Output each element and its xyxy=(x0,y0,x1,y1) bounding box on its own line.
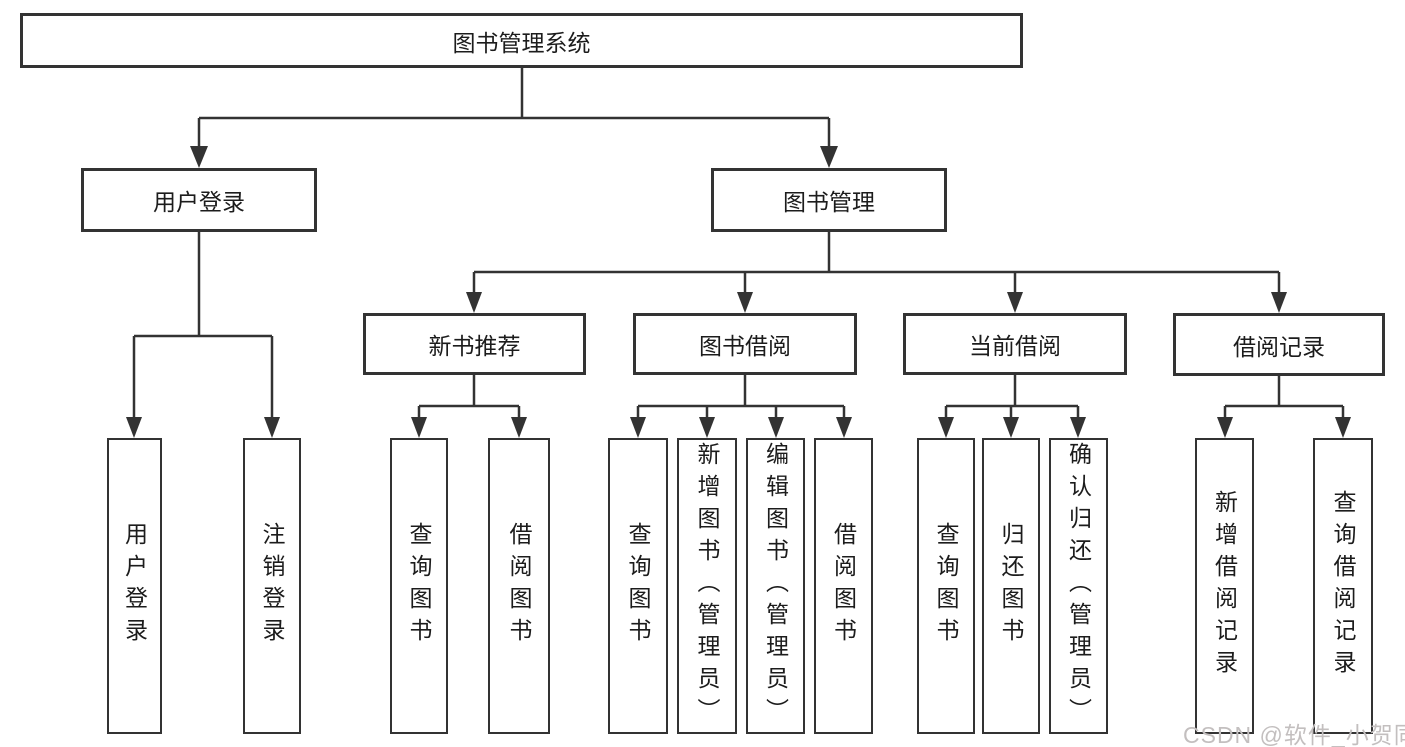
leaf-label: 新增借阅记录 xyxy=(1211,490,1238,682)
leaf-query-books: 查询图书 xyxy=(390,438,448,734)
arrow-down-icon xyxy=(1070,417,1086,438)
node-user-login-branch: 用户登录 xyxy=(81,168,317,232)
leaf-borrow-books: 借阅图书 xyxy=(488,438,550,734)
connector-records-to-leaves xyxy=(1223,375,1345,420)
node-book-borrow: 图书借阅 xyxy=(633,313,857,375)
connector-segments xyxy=(132,68,1345,420)
connector-borrow-to-leaves xyxy=(636,375,846,420)
arrow-down-icon xyxy=(737,292,753,313)
node-library-management-system: 图书管理系统 xyxy=(20,13,1023,68)
arrow-down-icon xyxy=(1271,292,1287,313)
arrow-down-icon xyxy=(1217,417,1233,438)
arrowheads xyxy=(126,146,1351,438)
leaf-return-books: 归还图书 xyxy=(982,438,1040,734)
arrow-down-icon xyxy=(938,417,954,438)
leaf-confirm-return-admin: 确认归还（管理员） xyxy=(1049,438,1108,734)
connector-current-to-leaves xyxy=(944,375,1080,420)
leaf-label: 编辑图书（管理员） xyxy=(762,442,789,730)
arrow-down-icon xyxy=(699,417,715,438)
leaf-logout: 注销登录 xyxy=(243,438,301,734)
node-new-book-recommend: 新书推荐 xyxy=(363,313,586,375)
leaf-label: 用户登录 xyxy=(121,522,148,650)
leaf-label: 查询图书 xyxy=(625,522,651,650)
arrow-down-icon xyxy=(836,417,852,438)
leaf-query-books: 查询图书 xyxy=(917,438,975,734)
arrow-down-icon xyxy=(511,417,527,438)
leaf-add-borrow-record: 新增借阅记录 xyxy=(1195,438,1254,734)
node-borrow-records: 借阅记录 xyxy=(1173,313,1385,376)
connector-recommend-to-leaves xyxy=(417,375,521,420)
node-label: 用户登录 xyxy=(153,189,245,215)
leaf-borrow-books: 借阅图书 xyxy=(814,438,873,734)
node-book-management-branch: 图书管理 xyxy=(711,168,947,232)
node-current-borrow: 当前借阅 xyxy=(903,313,1127,375)
leaf-label: 确认归还（管理员） xyxy=(1065,442,1092,730)
leaf-query-borrow-record: 查询借阅记录 xyxy=(1313,438,1373,734)
arrow-down-icon xyxy=(126,417,142,438)
leaf-label: 新增图书（管理员） xyxy=(694,442,720,730)
leaf-label: 归还图书 xyxy=(998,522,1024,650)
arrow-down-icon xyxy=(466,292,482,313)
leaf-label: 借阅图书 xyxy=(830,522,857,650)
leaf-label: 查询图书 xyxy=(933,522,959,650)
leaf-label: 查询借阅记录 xyxy=(1330,490,1356,682)
connector-login-to-leaves xyxy=(132,232,274,420)
leaf-query-books: 查询图书 xyxy=(608,438,668,734)
node-label: 借阅记录 xyxy=(1233,333,1325,360)
csdn-watermark: CSDN @软件_小贺同学 xyxy=(1183,722,1405,747)
arrow-down-icon xyxy=(820,146,838,168)
leaf-label: 注销登录 xyxy=(259,522,285,650)
arrow-down-icon xyxy=(630,417,646,438)
leaf-add-books-admin: 新增图书（管理员） xyxy=(677,438,737,734)
arrow-down-icon xyxy=(190,146,208,168)
node-label: 当前借阅 xyxy=(969,333,1061,359)
arrow-down-icon xyxy=(1007,292,1023,313)
node-label: 图书管理系统 xyxy=(452,29,591,56)
arrow-down-icon xyxy=(1335,417,1351,438)
connector-mgmt-to-level3 xyxy=(472,232,1281,295)
leaf-label: 借阅图书 xyxy=(506,522,532,650)
leaf-edit-books-admin: 编辑图书（管理员） xyxy=(746,438,805,734)
leaf-label: 查询图书 xyxy=(406,522,432,650)
leaf-user-login: 用户登录 xyxy=(107,438,162,734)
arrow-down-icon xyxy=(1003,417,1019,438)
arrow-down-icon xyxy=(768,417,784,438)
connector-root-to-level2 xyxy=(197,68,831,150)
arrow-down-icon xyxy=(411,417,427,438)
node-label: 图书借阅 xyxy=(699,333,791,359)
arrow-down-icon xyxy=(264,417,280,438)
node-label: 新书推荐 xyxy=(428,333,521,359)
node-label: 图书管理 xyxy=(783,189,875,215)
